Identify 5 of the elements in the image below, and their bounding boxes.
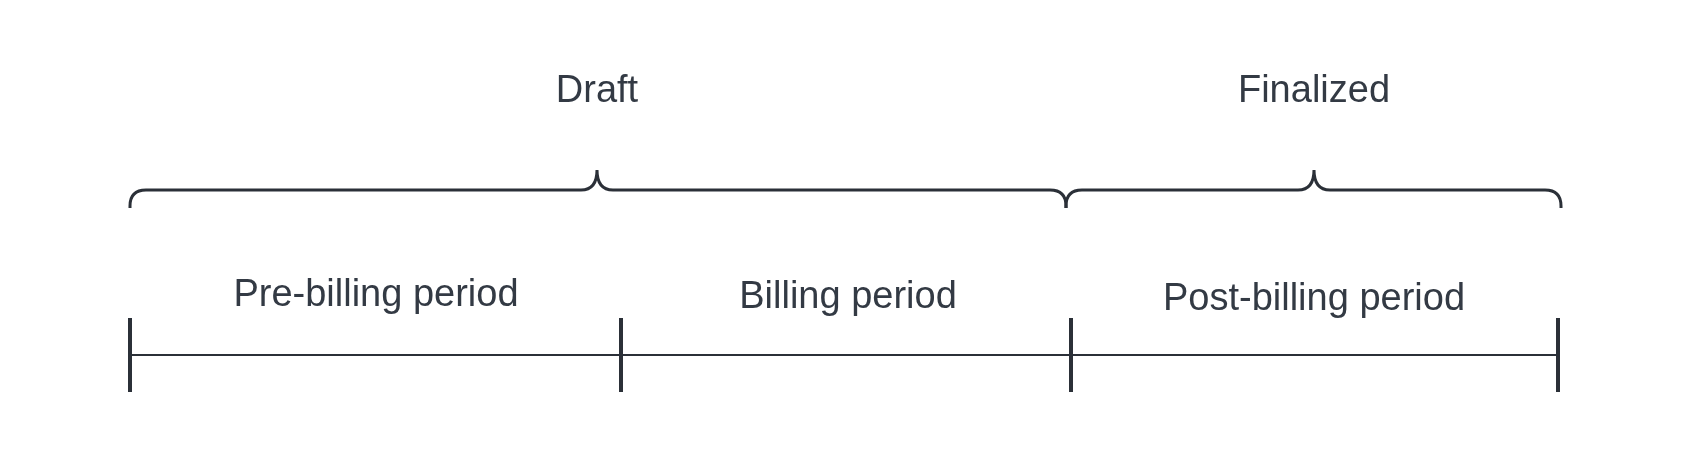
period-label: Billing period	[739, 275, 957, 317]
period-label: Post-billing period	[1162, 277, 1466, 319]
phase-label: Finalized	[1237, 69, 1391, 111]
phase-label: Draft	[555, 69, 639, 111]
period-label: Pre-billing period	[233, 273, 519, 315]
